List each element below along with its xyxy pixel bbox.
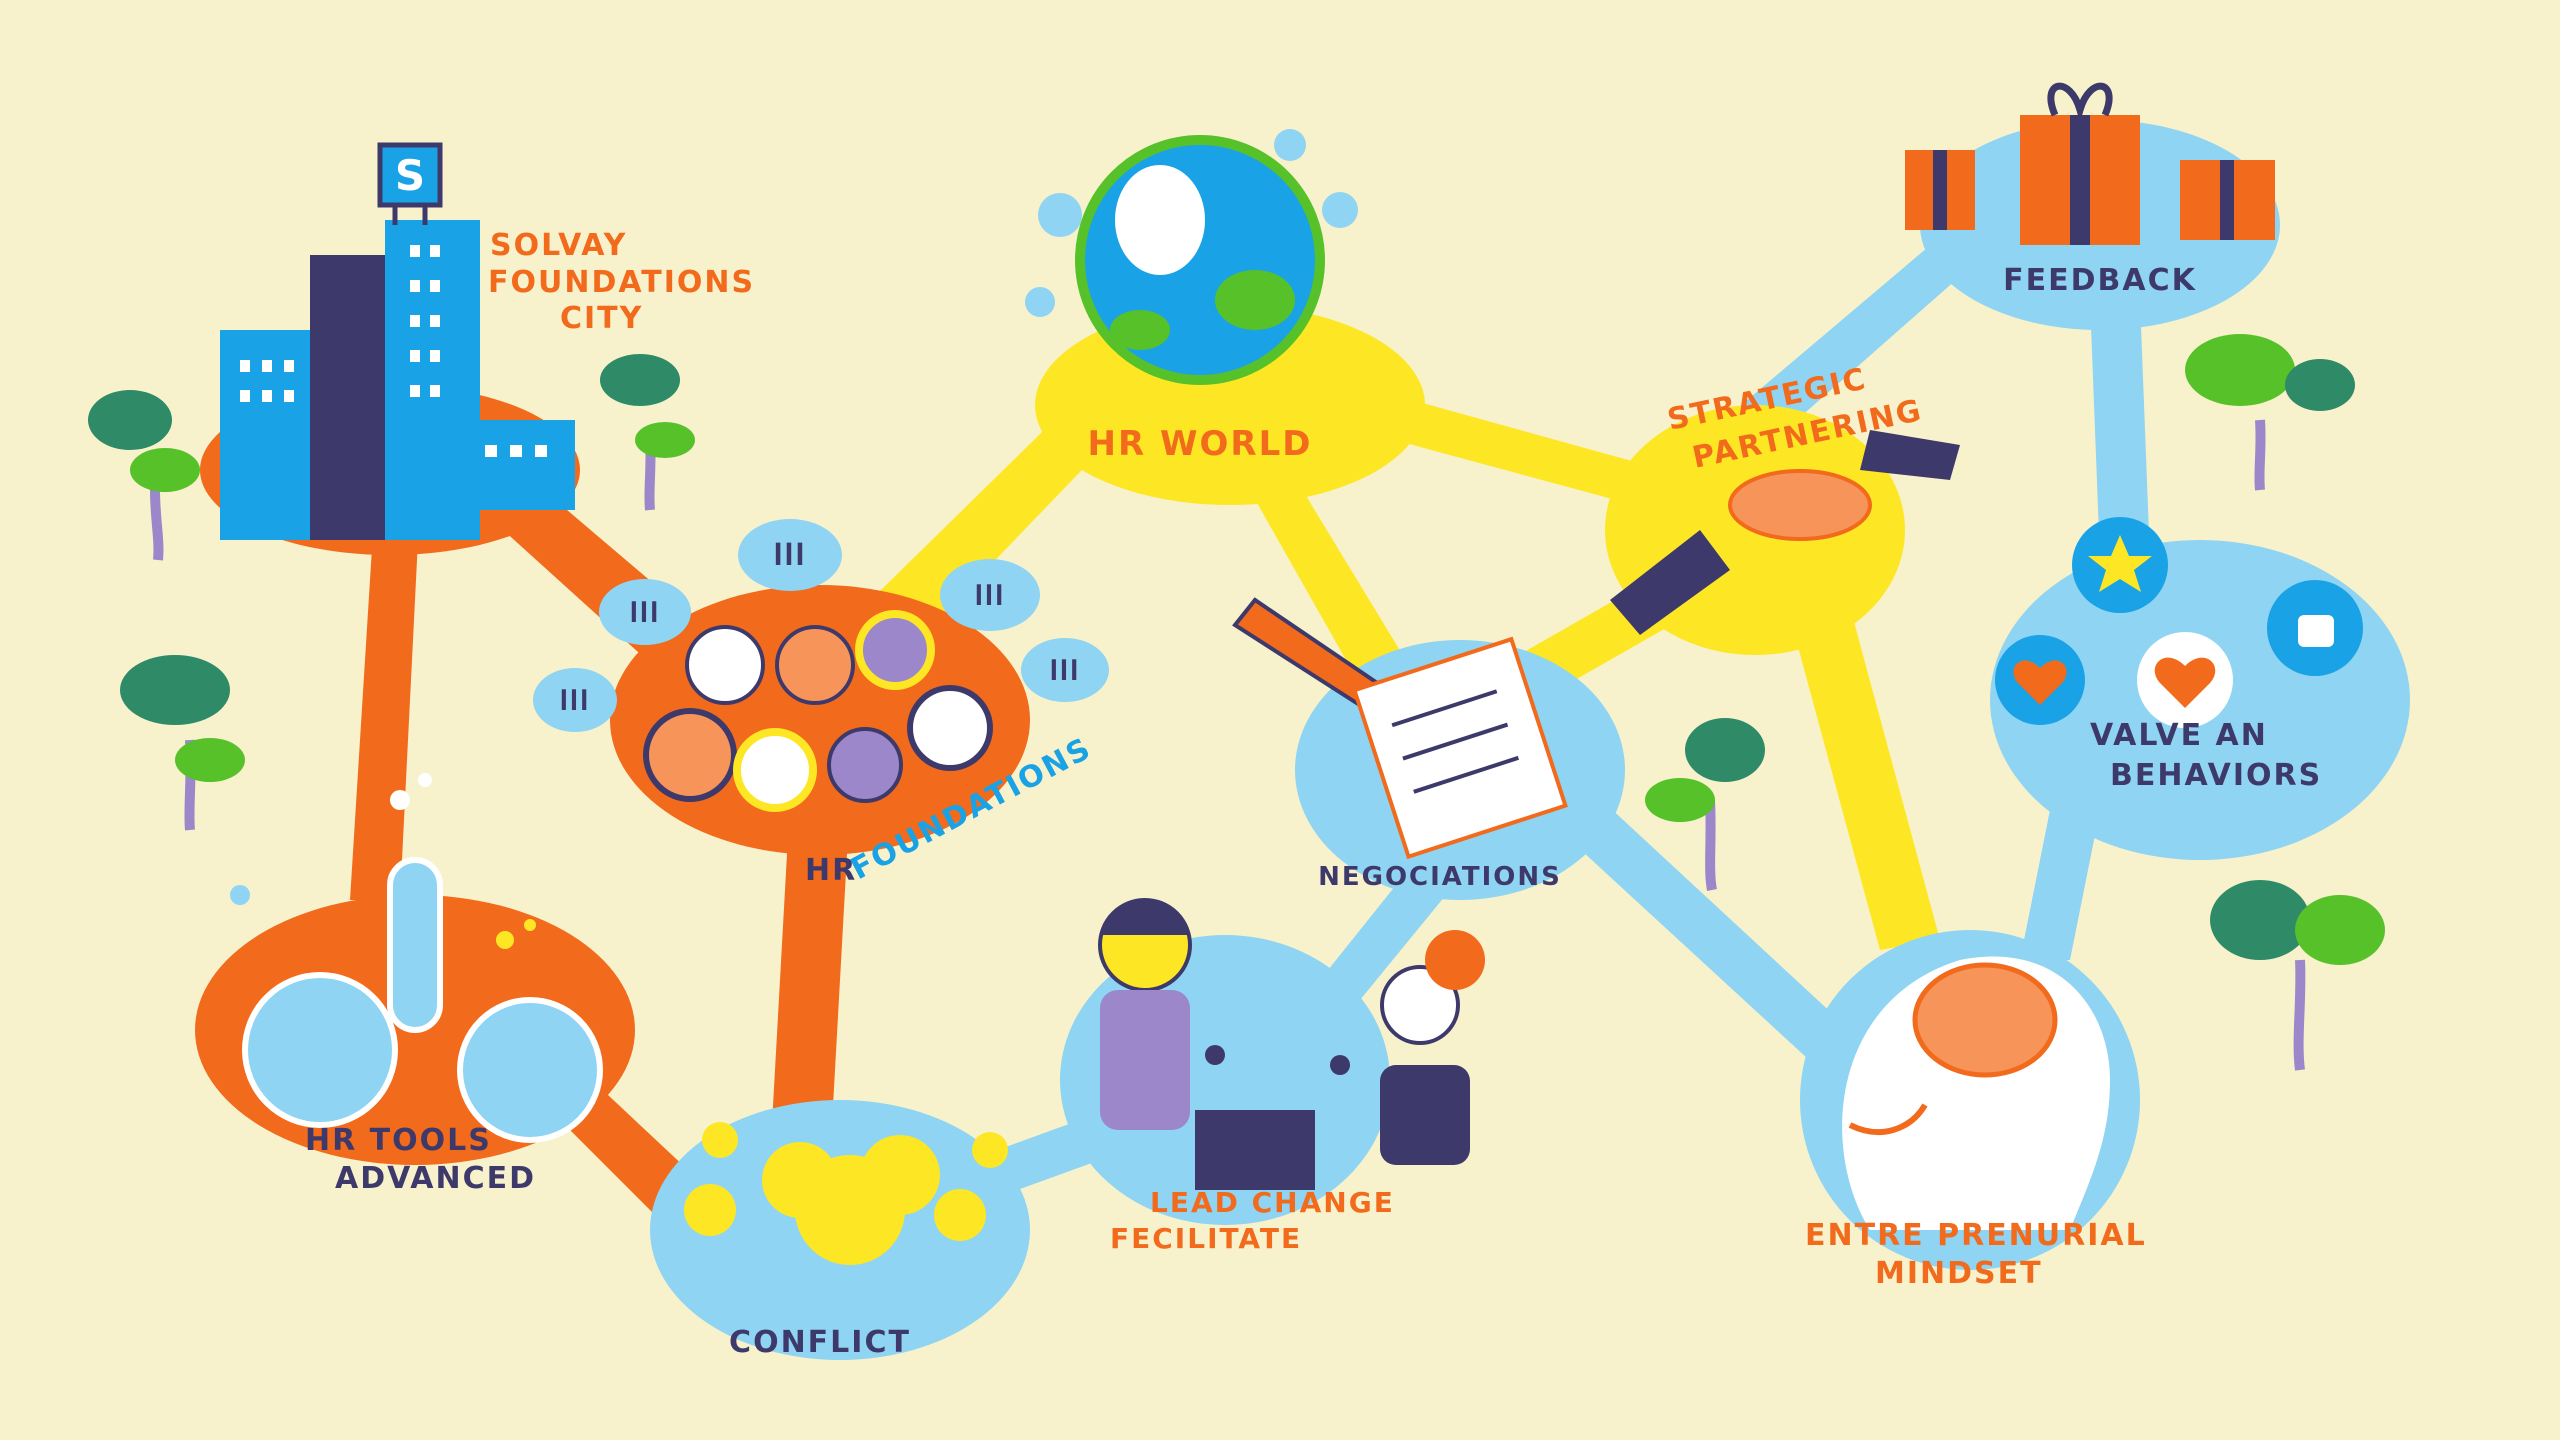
hr-tools-label-line2: ADVANCED (335, 1161, 536, 1196)
node-mindset: ENTRE PRENURIAL MINDSET (1800, 930, 2147, 1291)
face-icon (685, 625, 765, 705)
trees (88, 334, 2385, 1071)
tree-icon (2210, 880, 2385, 1071)
svg-text:ꟾꟾꟾ: ꟾꟾꟾ (774, 541, 807, 571)
solvay-logo-sign (377, 142, 443, 208)
svg-text:ꟾꟾꟾ: ꟾꟾꟾ (1050, 660, 1081, 686)
node-conflict: CONFLICT (650, 1100, 1030, 1360)
face-icon (855, 610, 935, 690)
node-solvay-city: S SOLVAY FOUNDATIONS CITY (200, 142, 755, 555)
connector-nego-lead (1320, 880, 1450, 1000)
svg-text:ꟾꟾꟾ: ꟾꟾꟾ (630, 602, 661, 628)
connector-hrfound-conflict (770, 800, 850, 1160)
speech-bubble (1274, 129, 1306, 161)
node-feedback: FEEDBACK (1905, 82, 2280, 330)
face-icon (775, 625, 855, 705)
handshake-sleeve-icon (1860, 430, 1960, 480)
speech-bubble (1038, 193, 1082, 237)
hr-world-label: HR WORLD (1088, 424, 1313, 464)
heart-icon (2154, 657, 2216, 708)
speech-bubble: ꟾꟾꟾ (940, 559, 1040, 631)
node-hr-tools: HR TOOLS ADVANCED (195, 773, 635, 1196)
connector-solvay-tools (350, 500, 420, 900)
speaker-body-icon (1100, 990, 1190, 1130)
flask-icon (457, 997, 603, 1143)
brain-icon (1912, 962, 2058, 1078)
node-values: VALVE AN BEHAVIORS (1990, 517, 2410, 860)
values-label-line1: VALVE AN (2090, 718, 2268, 753)
flask-icon (242, 972, 398, 1128)
node-negociations: NEGOCIATIONS (1232, 597, 1625, 900)
hr-tools-label-line1: HR TOOLS (305, 1123, 492, 1158)
mindset-label-line2: MINDSET (1875, 1256, 2043, 1291)
speech-bubble (1025, 287, 1055, 317)
test-tube-icon (387, 857, 443, 1033)
handshake-icon (1728, 469, 1872, 541)
globe-icon (1075, 135, 1325, 385)
tree-icon (88, 390, 200, 561)
face-icon (827, 727, 903, 803)
star-icon (2088, 535, 2152, 592)
lead-change-label-line2: FECILITATE (1110, 1222, 1302, 1255)
thumbs-up-icon (2298, 615, 2334, 647)
solvay-label-line3: CITY (560, 301, 643, 336)
cloud-icon (762, 1142, 838, 1218)
handshake-sleeve-icon (1610, 530, 1730, 635)
node-hr-world: HR WORLD (1025, 129, 1425, 505)
svg-text:ꟾꟾꟾ: ꟾꟾꟾ (975, 585, 1006, 611)
listener-body-icon (1380, 1065, 1470, 1165)
mindset-label-line1: ENTRE PRENURIAL (1805, 1218, 2147, 1253)
face-icon (643, 708, 737, 802)
speech-bubble: ꟾꟾꟾ (533, 668, 617, 732)
solvay-label-line2: FOUNDATIONS (488, 265, 755, 300)
cloud-icon (860, 1135, 940, 1215)
tree-icon (1645, 718, 1765, 891)
speech-bubble: ꟾꟾꟾ (1021, 638, 1109, 702)
negociations-label: NEGOCIATIONS (1318, 862, 1562, 892)
solvay-label-line1: SOLVAY (490, 228, 627, 263)
solvay-logo-letter: S (395, 151, 425, 200)
lead-change-label-line1: LEAD CHANGE (1150, 1186, 1395, 1219)
feedback-label: FEEDBACK (2003, 263, 2197, 298)
listener-head-icon (1380, 965, 1460, 1045)
hr-foundations-label-part1: HR (805, 853, 857, 888)
heart-icon (2013, 660, 2067, 705)
connector-feedback-values (2090, 300, 2150, 560)
connector-nego-mindset (1570, 780, 1850, 1070)
speech-bubble: ꟾꟾꟾ (599, 579, 691, 645)
face-icon (733, 728, 817, 812)
speech-bubble (1322, 192, 1358, 228)
building-icon (460, 420, 575, 510)
podium-icon (1195, 1110, 1315, 1190)
connector-strategic-mindset (1780, 570, 1940, 950)
tree-icon (2185, 334, 2355, 491)
tree-icon (120, 655, 245, 831)
speech-bubble: ꟾꟾꟾ (738, 519, 842, 591)
values-label-line2: BEHAVIORS (2110, 758, 2322, 793)
svg-text:ꟾꟾꟾ: ꟾꟾꟾ (560, 690, 591, 716)
conflict-label: CONFLICT (729, 1325, 911, 1360)
face-icon (907, 685, 993, 771)
tree-icon (600, 354, 695, 511)
node-lead-change: LEAD CHANGE FECILITATE (1060, 898, 1485, 1255)
node-strategic: STRATEGIC PARTNERING (1605, 361, 1960, 655)
notepad-icon (1351, 636, 1568, 860)
